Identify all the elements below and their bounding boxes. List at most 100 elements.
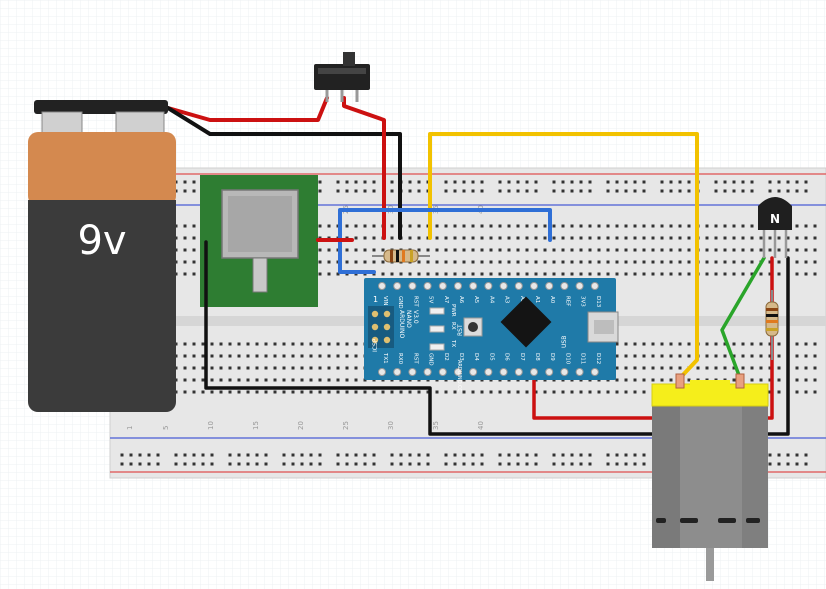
breadboard-hole [336, 390, 340, 394]
breadboard-hole [417, 236, 421, 240]
breadboard-hole [750, 260, 754, 264]
breadboard-hole [624, 180, 628, 184]
breadboard-hole [804, 453, 808, 457]
breadboard-hole [741, 366, 745, 370]
breadboard-hole [759, 342, 763, 346]
breadboard-hole [462, 248, 466, 252]
breadboard-hole [174, 462, 178, 466]
breadboard-hole [741, 224, 745, 228]
breadboard-hole [372, 462, 376, 466]
arduino-pad-bottom [514, 368, 523, 376]
arduino-name-line: V3.0 [412, 310, 419, 324]
breadboard-hole [201, 390, 205, 394]
arduino-bottom-pin-label: D3 [458, 353, 464, 361]
slide-switch[interactable] [314, 52, 370, 102]
breadboard-hole [327, 248, 331, 252]
column-number-bottom: 20 [297, 421, 305, 430]
breadboard-hole [813, 272, 817, 276]
breadboard-hole [264, 342, 268, 346]
arduino-pad-top [530, 282, 538, 290]
breadboard-hole [444, 189, 448, 193]
wire-green-1 [720, 256, 766, 380]
breadboard-hole [759, 354, 763, 358]
breadboard-hole [552, 236, 556, 240]
breadboard-hole [705, 366, 709, 370]
breadboard-hole [804, 272, 808, 276]
arduino-top-pin-label: RST [412, 296, 418, 307]
breadboard-hole [480, 180, 484, 184]
breadboard-hole [444, 390, 448, 394]
breadboard-hole [525, 248, 529, 252]
breadboard-hole [363, 390, 367, 394]
breadboard-hole [318, 260, 322, 264]
breadboard-hole [750, 366, 754, 370]
breadboard-hole [417, 224, 421, 228]
reset-button-cap[interactable] [468, 322, 478, 332]
battery-terminal-cap [34, 100, 168, 114]
breadboard-hole [534, 272, 538, 276]
breadboard-hole [786, 453, 790, 457]
breadboard-hole [444, 236, 448, 240]
breadboard-hole [651, 224, 655, 228]
breadboard-hole [318, 342, 322, 346]
motor-slot-1 [680, 518, 698, 523]
breadboard-hole [570, 248, 574, 252]
breadboard-hole [318, 224, 322, 228]
switch-highlight [318, 68, 366, 74]
breadboard-hole [525, 260, 529, 264]
breadboard-hole [417, 390, 421, 394]
breadboard-hole [372, 224, 376, 228]
breadboard-hole [525, 236, 529, 240]
breadboard-hole [192, 189, 196, 193]
breadboard-hole [408, 272, 412, 276]
breadboard-hole [705, 248, 709, 252]
breadboard-hole [777, 378, 781, 382]
breadboard-hole [687, 260, 691, 264]
breadboard-hole [237, 390, 241, 394]
breadboard-hole [516, 453, 520, 457]
breadboard-hole [561, 260, 565, 264]
breadboard-hole [660, 378, 664, 382]
breadboard-hole [462, 180, 466, 184]
breadboard-hole [579, 248, 583, 252]
breadboard-hole [462, 390, 466, 394]
breadboard-hole [417, 272, 421, 276]
switch-slider[interactable] [343, 52, 355, 66]
breadboard-hole [471, 260, 475, 264]
breadboard-hole [570, 224, 574, 228]
resistor-2 [765, 290, 779, 360]
column-number-bottom: 40 [477, 421, 485, 430]
breadboard-hole [336, 462, 340, 466]
breadboard-hole [543, 236, 547, 240]
resistor-2-band-1 [766, 308, 778, 311]
breadboard-hole [183, 248, 187, 252]
arduino-bottom-pin-label: D4 [473, 353, 479, 361]
breadboard-hole [678, 180, 682, 184]
breadboard-hole [768, 236, 772, 240]
breadboard-hole [678, 260, 682, 264]
breadboard-hole [597, 248, 601, 252]
breadboard-hole [642, 342, 646, 346]
breadboard-hole [516, 180, 520, 184]
led-label: PWR [450, 304, 456, 317]
arduino-pad-bottom [454, 368, 462, 376]
breadboard-hole [750, 236, 754, 240]
arduino-bottom-pin-label: RX0 [397, 353, 403, 365]
breadboard-hole [237, 462, 241, 466]
breadboard-hole [489, 272, 493, 276]
breadboard-hole [624, 248, 628, 252]
breadboard-hole [786, 189, 790, 193]
breadboard-hole [255, 366, 259, 370]
breadboard-hole [804, 236, 808, 240]
motor-terminal-2 [735, 373, 745, 389]
breadboard-hole [345, 180, 349, 184]
breadboard-hole [786, 180, 790, 184]
breadboard-hole [642, 453, 646, 457]
breadboard-hole [651, 354, 655, 358]
breadboard-hole [813, 342, 817, 346]
arduino-bottom-pin-label: D5 [488, 353, 494, 361]
breadboard-hole [570, 180, 574, 184]
breadboard-hole [687, 180, 691, 184]
breadboard-hole [579, 260, 583, 264]
breadboard-hole [633, 180, 637, 184]
